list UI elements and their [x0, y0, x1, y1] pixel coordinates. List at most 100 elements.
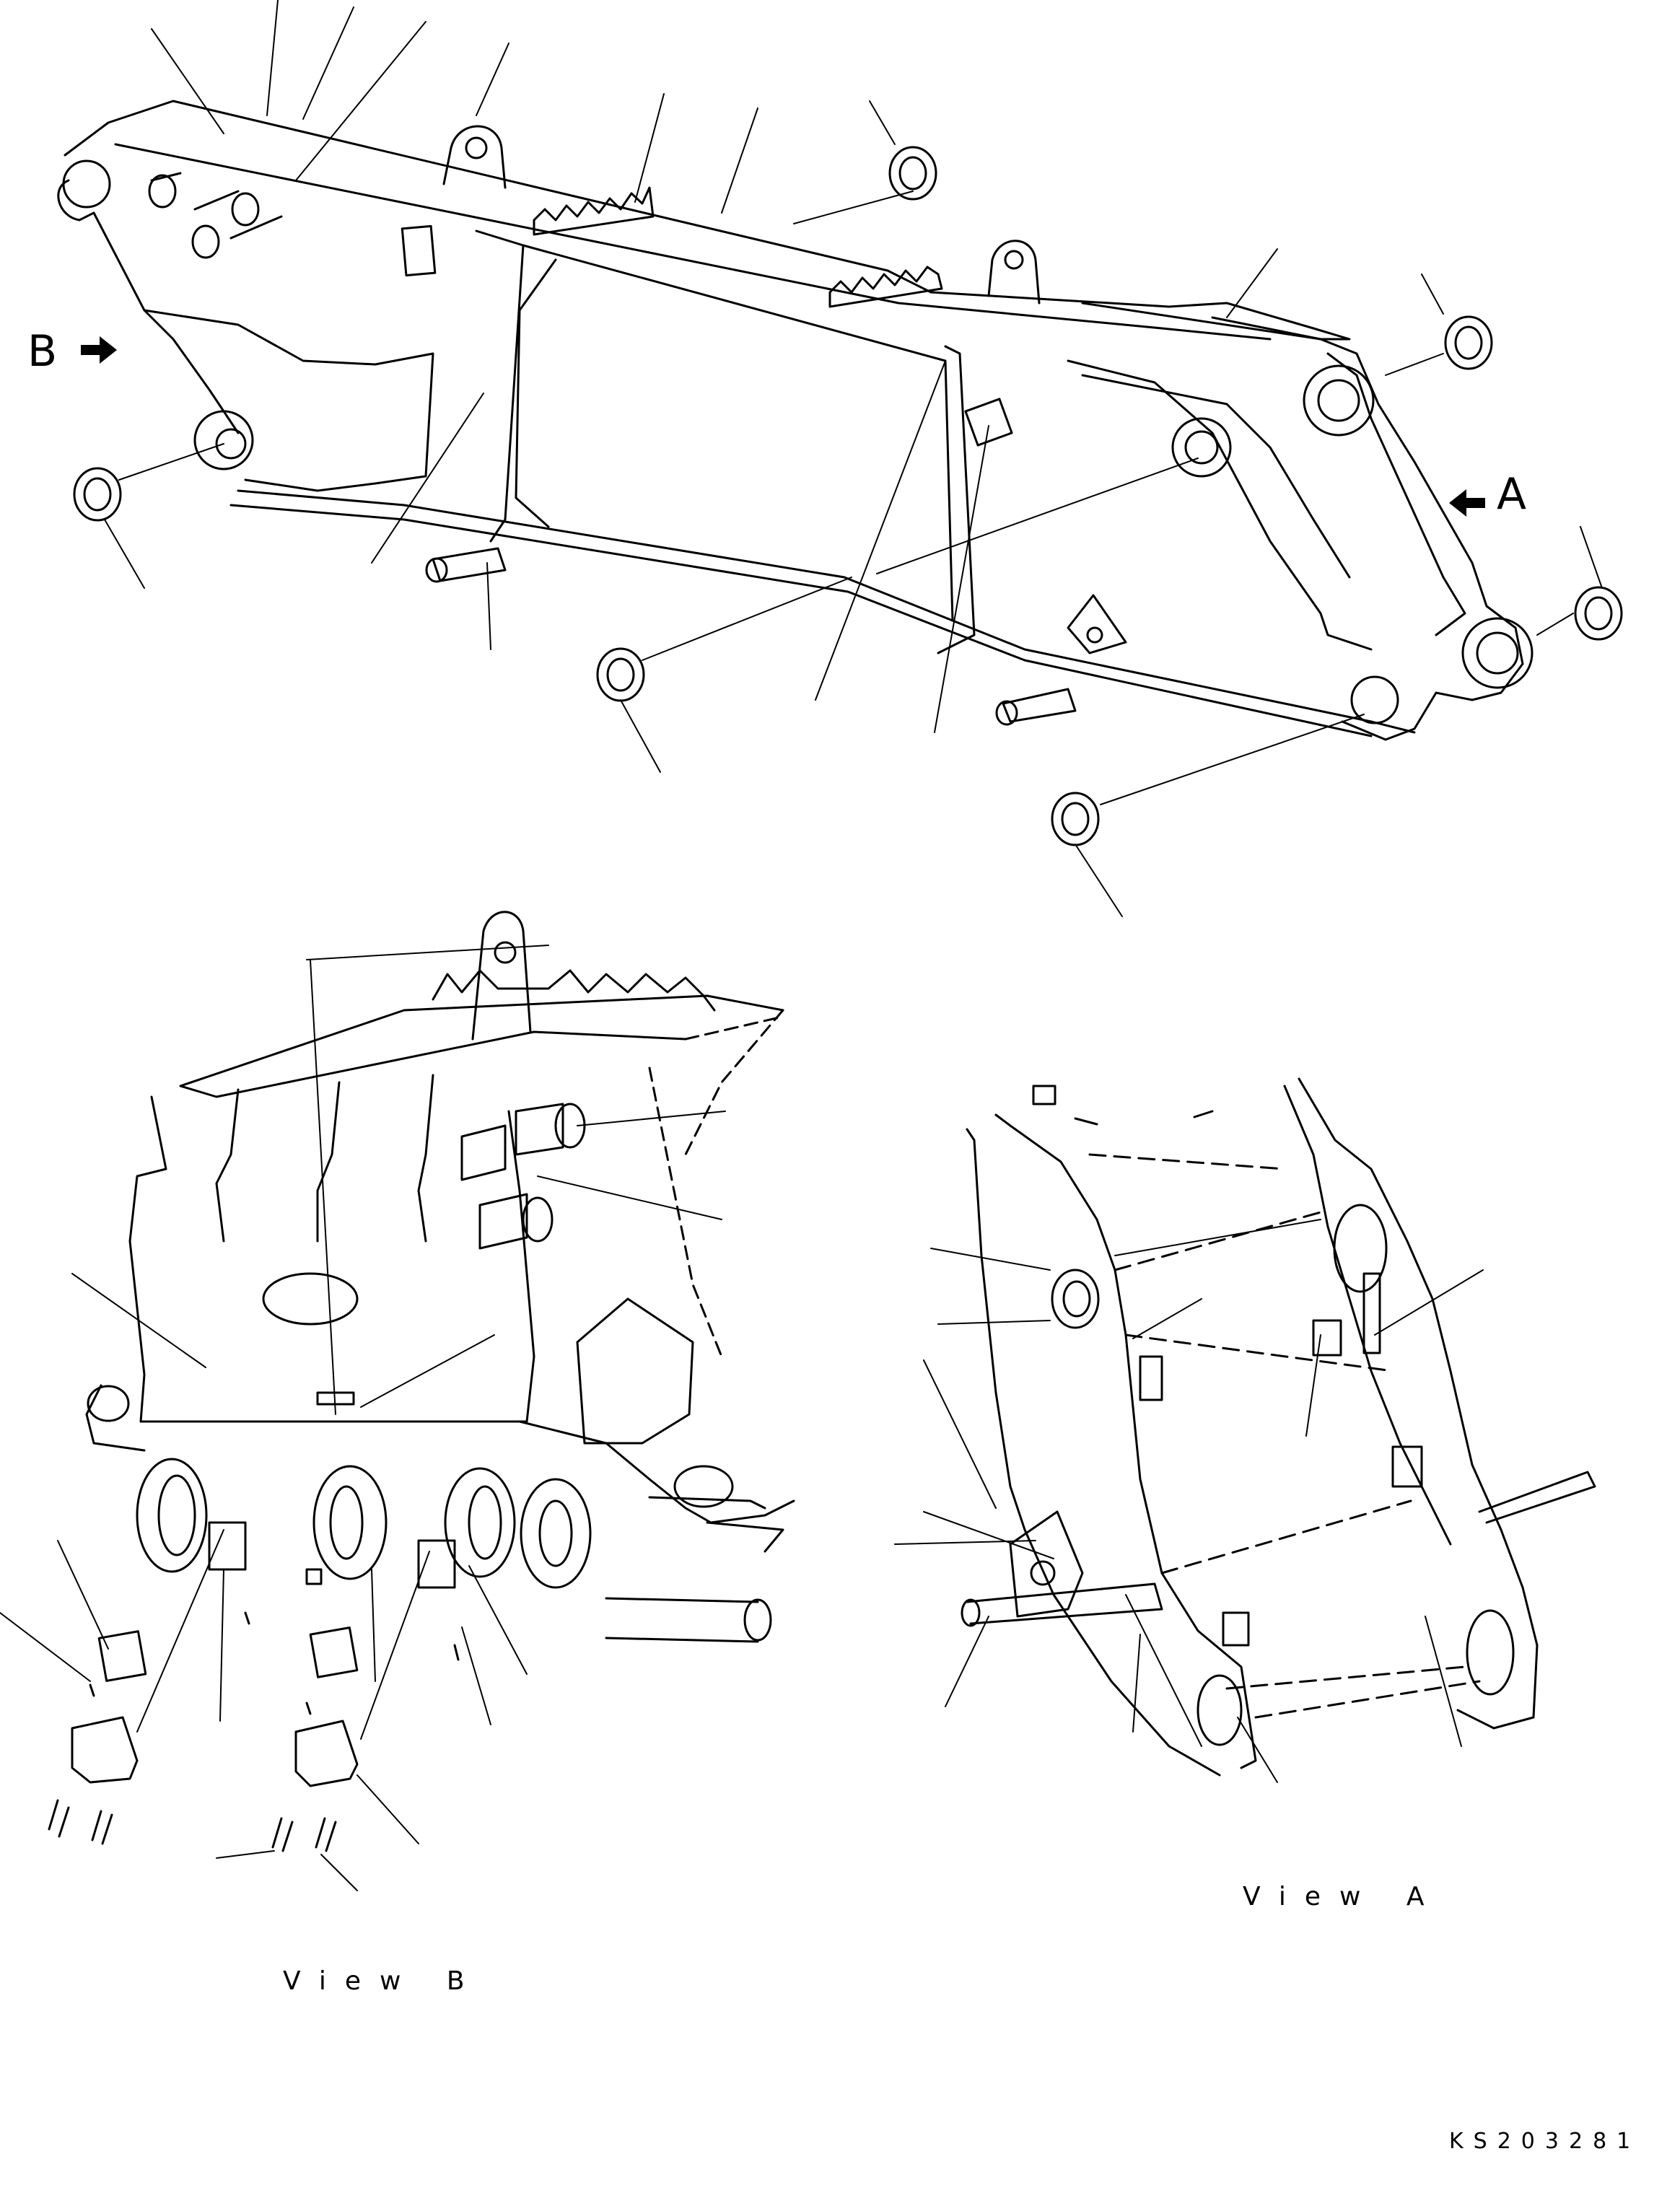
view-b-lower-frame	[85, 1384, 795, 1524]
view-a-left-arm-inner	[966, 1128, 1221, 1777]
view-a-pipe-right	[1478, 1471, 1596, 1524]
boom-pipe-1	[432, 547, 507, 582]
view-b-drawing	[48, 911, 795, 1852]
view-b-pin-rail	[648, 1496, 784, 1553]
view-b-pin-boss-right-outer	[444, 1467, 516, 1578]
head-pin-boss-2-outer	[1171, 417, 1232, 478]
boom-head	[1211, 316, 1524, 741]
view-b-end-pipe	[743, 1598, 772, 1642]
view-b-bracket-right	[294, 1720, 359, 1787]
view-b-wear-pad-1	[208, 1521, 247, 1571]
view-b-bracket-left	[71, 1716, 139, 1784]
boom-side-bracket	[1067, 594, 1127, 654]
boom-top-edge	[114, 143, 1272, 341]
view-b-marker: B	[27, 326, 58, 377]
boom-side-bracket-hole	[1086, 626, 1103, 644]
view-a-pipe-left-end	[961, 1598, 981, 1627]
head-pin-boss-4	[1350, 675, 1399, 724]
boom-pipe-1-end	[425, 557, 448, 583]
view-b-pin-boss-left-inner	[157, 1474, 196, 1556]
boom-pipe-2-end	[995, 700, 1018, 726]
bushing-3	[1574, 586, 1623, 641]
view-b-front-plate-folds	[215, 1074, 434, 1243]
bushing-3-inner	[1584, 596, 1613, 631]
head-pin-boss-3-inner	[1476, 631, 1519, 675]
boom-tube-end-2	[191, 224, 220, 259]
view-a-pin-boss-4	[1196, 1674, 1243, 1746]
view-b-left-eye	[87, 1385, 130, 1422]
view-a-left-arm	[994, 1113, 1257, 1769]
caption-view-b: View B	[283, 1966, 484, 1996]
view-b-pin-boss-right-inner	[468, 1485, 502, 1560]
foot-pin-boss-outer	[193, 410, 254, 470]
view-a-top-clips	[1074, 1110, 1214, 1126]
view-b-oval-window	[262, 1272, 359, 1326]
view-b-pin-boss-left-outer	[136, 1458, 208, 1573]
leader-lines-main	[104, 0, 1603, 917]
arrow-left-icon	[1449, 489, 1485, 517]
boom-bottom-flange	[237, 489, 1416, 734]
view-a-pipe-left	[966, 1582, 1163, 1625]
boom-pipe-2	[1002, 688, 1077, 723]
view-b-hose-end-2	[522, 1196, 554, 1243]
view-b-shim-1	[97, 1630, 147, 1682]
view-b-block-1	[305, 1568, 323, 1585]
view-b-dashed-edge	[648, 1009, 784, 1358]
view-a-pad-1	[1312, 1319, 1342, 1357]
view-b-pin-boss-mid-outer	[312, 1465, 388, 1580]
caption-view-a: View A	[1243, 1882, 1443, 1911]
boom-bottom-edge	[229, 504, 1373, 737]
view-a-pad-4	[1222, 1611, 1250, 1647]
bushing-2-inner	[1454, 325, 1483, 360]
main-boom-assembly	[57, 100, 1534, 741]
head-pin-boss-2-inner	[1184, 430, 1219, 465]
boom-upper-bracket	[1067, 359, 1373, 651]
bushing-1	[888, 146, 937, 201]
view-b-end-boss	[520, 1478, 592, 1589]
view-b-end-boss-inner	[538, 1499, 573, 1567]
view-a-right-arm	[1298, 1077, 1539, 1730]
view-b-screw-1	[89, 1611, 460, 1715]
view-b-clamp-rail	[432, 969, 716, 1012]
bushing-1-inner	[898, 156, 927, 190]
cover-plate-1	[401, 224, 437, 277]
bushings	[73, 146, 1623, 846]
view-b-bolt-2	[91, 1810, 113, 1845]
view-b-bolt-4	[315, 1817, 337, 1852]
view-b-top-plate	[179, 994, 784, 1098]
view-b-side-eye	[673, 1465, 734, 1508]
bushing-6-inner	[1061, 802, 1090, 836]
view-a-marker: A	[1497, 469, 1527, 520]
bushing-2	[1444, 315, 1493, 370]
view-b-lug-hole	[494, 941, 517, 964]
lifting-lug-2-hole	[1004, 250, 1024, 270]
view-b-hose-bodies	[460, 1103, 564, 1250]
bushing-4-inner	[83, 477, 112, 512]
boom-top-plate	[64, 100, 1351, 341]
boom-tube-end-3	[231, 192, 260, 227]
arrow-right-icon	[81, 336, 117, 364]
lifting-lug-1	[442, 125, 507, 189]
boom-upper-bracket-inner	[1081, 374, 1351, 579]
head-pin-boss-1-outer	[1303, 364, 1375, 437]
view-a-pad-2	[1139, 1355, 1163, 1401]
view-a-pad-3	[1391, 1445, 1423, 1488]
nose-pin-boss	[62, 159, 111, 209]
view-a-pin-boss-1-inner	[1062, 1280, 1091, 1318]
head-pin-boss-3-outer	[1461, 617, 1534, 689]
view-b-front-plate	[128, 1095, 535, 1423]
view-a-pin-boss-2	[1333, 1204, 1388, 1293]
cover-plate-2	[964, 398, 1013, 447]
boom-foot-nose	[57, 179, 240, 434]
view-a-pad-5	[1362, 1272, 1381, 1354]
head-pin-boss-1-inner	[1317, 379, 1360, 422]
boom-head-inner	[1326, 352, 1466, 636]
view-a-bracket	[1009, 1510, 1084, 1618]
lifting-lug-2	[987, 240, 1041, 305]
view-a-pin-boss-1	[1051, 1269, 1100, 1329]
view-a-top-block	[1032, 1085, 1056, 1105]
view-a-right-arm-inner	[1283, 1085, 1452, 1546]
view-a-bracket-hole	[1030, 1560, 1056, 1586]
